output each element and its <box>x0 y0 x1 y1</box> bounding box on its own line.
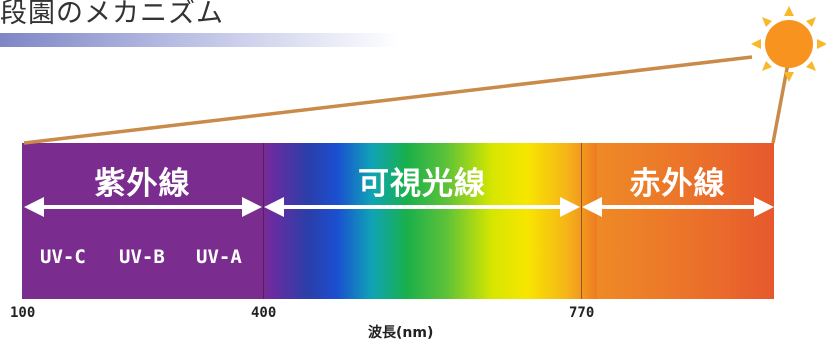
tick-100: 100 <box>10 305 36 321</box>
tick-400: 400 <box>251 305 277 321</box>
ir-range-arrow <box>582 197 774 217</box>
uv-range-arrow <box>24 197 262 217</box>
label-infrared: 赤外線 <box>629 166 726 202</box>
arrows <box>24 197 774 217</box>
spectrum-band <box>22 143 774 299</box>
divider-visible-ir <box>581 143 582 299</box>
title-underline-bar <box>0 33 400 47</box>
ray-line-left <box>23 55 753 145</box>
label-uv-c: UV-C <box>40 246 86 268</box>
divider-uv-visible <box>263 143 264 299</box>
axis-label-wavelength: 波長(nm) <box>368 325 434 341</box>
visible-range-arrow <box>264 197 580 217</box>
label-uv-a: UV-A <box>196 246 242 268</box>
ray-line-right <box>771 57 791 144</box>
label-ultraviolet: 紫外線 <box>94 166 191 202</box>
page-title: 段園のメカニズム <box>0 0 224 29</box>
label-uv-b: UV-B <box>119 246 165 268</box>
label-visible-light: 可視光線 <box>358 166 486 202</box>
tick-770: 770 <box>569 305 595 321</box>
sun-icon <box>751 6 826 82</box>
